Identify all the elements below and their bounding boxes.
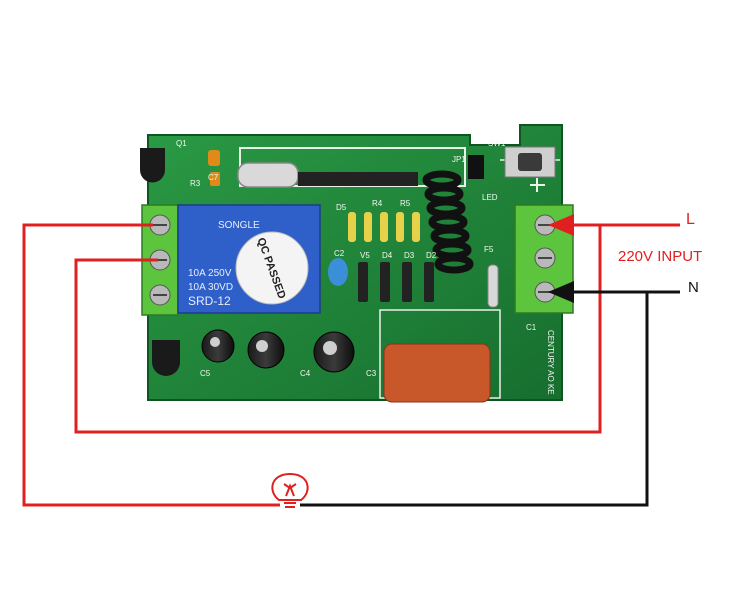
silk-c5: C5 xyxy=(200,369,211,378)
silk-d2: D2 xyxy=(426,251,437,260)
transistor-q3 xyxy=(152,340,180,376)
silk-f5: F5 xyxy=(484,245,494,254)
silk-r5: R5 xyxy=(400,199,411,208)
silk-d3: D3 xyxy=(404,251,415,260)
silk-c2: C2 xyxy=(334,249,345,258)
capacitor-c7 xyxy=(208,150,220,166)
qc-passed-sticker: QC PASSED xyxy=(235,231,309,305)
silk-c1: C1 xyxy=(526,323,537,332)
silk-led: LED xyxy=(482,193,498,202)
antenna-coil xyxy=(422,170,474,274)
silk-sw1: SW1 xyxy=(488,139,506,148)
component-row xyxy=(328,212,499,308)
light-bulb-icon xyxy=(271,472,309,508)
silk-v5: V5 xyxy=(360,251,370,260)
film-capacitor xyxy=(383,343,491,403)
push-button-sw1 xyxy=(504,146,556,178)
relay-brand: SONGLE xyxy=(218,220,260,231)
relay-model: SRD-12 xyxy=(188,294,231,308)
silk-d5: D5 xyxy=(336,203,347,212)
transistor-q1 xyxy=(140,148,165,183)
silk-c7: C7 xyxy=(208,173,219,182)
live-wire-loop xyxy=(22,223,680,507)
relay-rating-1: 10A 250V xyxy=(188,268,232,279)
silk-jp1: JP1 xyxy=(452,155,466,164)
silk-c3: C3 xyxy=(366,369,377,378)
silk-r3: R3 xyxy=(190,179,201,188)
arrow-left-icon xyxy=(548,281,574,303)
neutral-wire xyxy=(300,290,680,507)
capacitor-r3 xyxy=(210,172,220,186)
label-neutral: N xyxy=(688,279,699,296)
relay-rating-2: 10A 30VD xyxy=(188,282,233,293)
silk-d4: D4 xyxy=(382,251,393,260)
silk-r4: R4 xyxy=(372,199,383,208)
silk-c4: C4 xyxy=(300,369,311,378)
electrolytic-capacitors xyxy=(201,329,355,373)
arrow-left-icon xyxy=(548,214,574,236)
ic-strip xyxy=(298,172,418,186)
silk-q1: Q1 xyxy=(176,139,187,148)
silk-side-text: CENTURY AO KE xyxy=(546,330,555,395)
crystal-oscillator xyxy=(237,162,299,188)
label-220v-input: 220V INPUT xyxy=(618,248,703,265)
jumper-jp1 xyxy=(468,155,484,179)
label-live: L xyxy=(686,211,695,228)
